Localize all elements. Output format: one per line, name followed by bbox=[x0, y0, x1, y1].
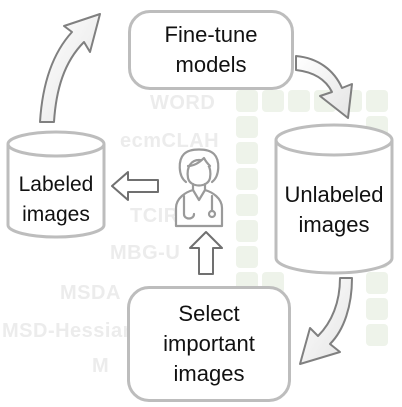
doctor-stethoscope-icon bbox=[174, 148, 224, 228]
labeled-line1: Labeled bbox=[18, 173, 94, 196]
unlabeled-images-cylinder bbox=[274, 123, 394, 275]
select-line3: images bbox=[173, 361, 245, 386]
watermark-line-7: M bbox=[92, 355, 110, 377]
curved-arrow-down-right bbox=[295, 55, 353, 119]
watermark-line-1: WORD bbox=[150, 92, 216, 114]
watermark-line-5: MSDA bbox=[60, 282, 121, 304]
select-line1: Select bbox=[178, 301, 240, 326]
block-arrow-left bbox=[111, 171, 159, 201]
labeled-images-label: Labeled images bbox=[8, 170, 104, 230]
labeled-line2: images bbox=[22, 203, 90, 226]
watermark-line-2: ecmCLAH bbox=[120, 130, 220, 152]
labeled-images-cylinder bbox=[6, 130, 106, 239]
fine-tune-line2: models bbox=[175, 52, 247, 77]
unlabeled-line1: Unlabeled bbox=[284, 182, 384, 207]
curved-arrow-up-right bbox=[39, 13, 101, 123]
unlabeled-line2: images bbox=[298, 212, 370, 237]
block-arrow-up bbox=[189, 231, 223, 275]
select-important-images-node: Select important images bbox=[127, 286, 291, 402]
curved-arrow-down-left bbox=[299, 277, 353, 365]
watermark-line-4: MBG-U bbox=[110, 242, 181, 264]
fine-tune-line1: Fine-tune bbox=[164, 22, 258, 47]
watermark-line-6: MSD-Hessian bbox=[2, 320, 136, 342]
fine-tune-models-node: Fine-tune models bbox=[128, 10, 294, 90]
unlabeled-images-label: Unlabeled images bbox=[276, 180, 392, 240]
select-line2: important bbox=[163, 331, 255, 356]
watermark-line-3: TCIR bbox=[130, 205, 179, 227]
